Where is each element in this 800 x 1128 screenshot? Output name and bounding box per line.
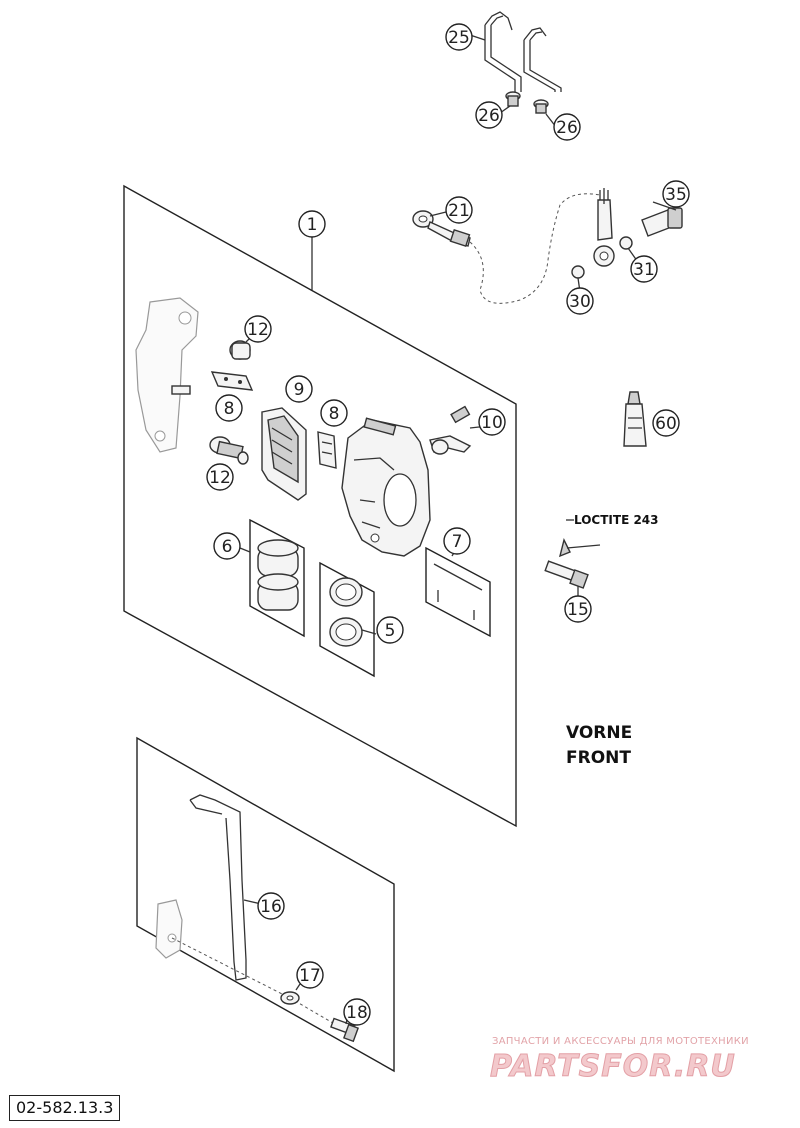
svg-text:17: 17 — [299, 966, 321, 986]
svg-text:18: 18 — [346, 1003, 368, 1023]
svg-text:15: 15 — [567, 600, 589, 620]
callout-8-right: 8 — [320, 399, 348, 427]
svg-text:35: 35 — [665, 185, 687, 205]
callout-10: 10 — [478, 408, 506, 436]
svg-text:12: 12 — [209, 468, 231, 488]
svg-text:26: 26 — [478, 106, 500, 126]
callout-8-left: 8 — [215, 394, 243, 422]
svg-text:7: 7 — [452, 532, 463, 552]
watermark-brand: PARTSFOR.RU — [490, 1049, 736, 1084]
svg-text:8: 8 — [224, 399, 235, 419]
loctite-label: LOCTITE 243 — [574, 513, 659, 527]
svg-text:8: 8 — [329, 404, 340, 424]
mounting-screw — [544, 519, 589, 589]
callout-5: 5 — [376, 616, 404, 644]
caliper-panel-outline — [123, 184, 517, 828]
svg-text:25: 25 — [448, 28, 470, 48]
svg-text:31: 31 — [633, 260, 655, 280]
bleeder-valve — [429, 405, 472, 455]
callout-16: 16 — [257, 892, 285, 920]
caliper-body — [341, 417, 431, 557]
hose-guide-panel-outline — [136, 736, 395, 1073]
callout-25: 25 — [445, 23, 473, 51]
vorne-label: VORNE — [566, 723, 632, 743]
callout-12-bottom: 12 — [206, 463, 234, 491]
callout-15: 15 — [564, 595, 592, 623]
callout-21: 21 — [445, 196, 473, 224]
watermark-subtitle: ЗАПЧАСТИ И АКСЕССУАРЫ ДЛЯ МОТОТЕХНИКИ — [492, 1036, 749, 1047]
callout-6: 6 — [213, 532, 241, 560]
pad-spring-assembly — [484, 11, 562, 114]
brake-pad — [261, 407, 307, 501]
brake-fluid-bottle — [623, 391, 647, 447]
callout-18: 18 — [343, 998, 371, 1026]
hose-guide-assembly — [155, 794, 359, 1043]
callout-26-left: 26 — [475, 101, 503, 129]
piston-kit — [249, 518, 305, 638]
diagram-code-label: 02-582.13.3 — [9, 1095, 121, 1121]
bushing-bottom — [209, 436, 249, 465]
guide-clip-left — [210, 371, 254, 391]
svg-text:1: 1 — [307, 215, 318, 235]
seal-kit — [319, 561, 375, 678]
svg-text:21: 21 — [448, 201, 470, 221]
callout-9: 9 — [285, 375, 313, 403]
callout-7: 7 — [443, 527, 471, 555]
caliper-support-bracket — [135, 297, 199, 453]
svg-text:26: 26 — [556, 118, 578, 138]
bushing-top — [229, 340, 251, 360]
callout-60: 60 — [652, 409, 680, 437]
front-label: FRONT — [566, 748, 631, 768]
svg-text:60: 60 — [655, 414, 677, 434]
callout-35: 35 — [662, 180, 690, 208]
callout-17: 17 — [296, 961, 324, 989]
svg-text:12: 12 — [247, 320, 269, 340]
callout-30: 30 — [566, 287, 594, 315]
svg-text:30: 30 — [569, 292, 591, 312]
svg-text:9: 9 — [294, 380, 305, 400]
svg-text:16: 16 — [260, 897, 282, 917]
svg-text:10: 10 — [481, 413, 503, 433]
callout-1: 1 — [298, 210, 326, 238]
brake-hose-assembly — [412, 188, 683, 304]
guide-clip-right — [317, 431, 337, 469]
svg-text:6: 6 — [222, 537, 233, 557]
callout-31: 31 — [630, 255, 658, 283]
callout-26-right: 26 — [553, 113, 581, 141]
callout-12-top: 12 — [244, 315, 272, 343]
svg-text:5: 5 — [385, 621, 396, 641]
pin-kit — [425, 546, 491, 638]
